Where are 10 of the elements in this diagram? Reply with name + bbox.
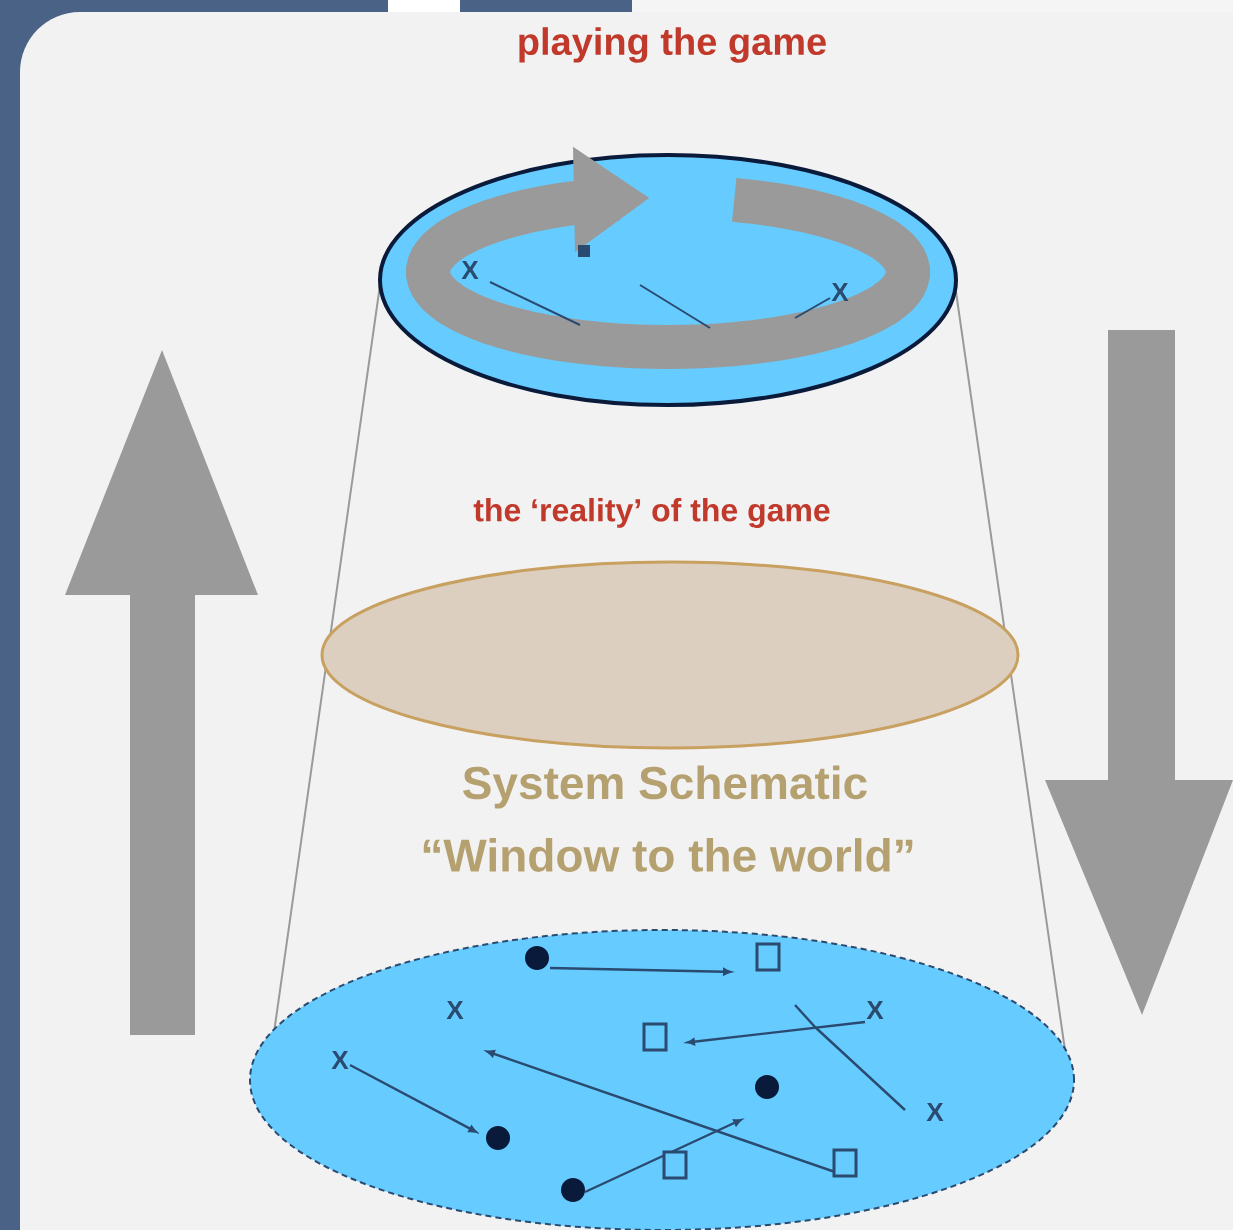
marker-label: X (831, 283, 849, 301)
marker-label: X (331, 1051, 349, 1069)
marker-label: X (446, 1001, 464, 1019)
heading: playing the game (519, 27, 826, 63)
heading: the ‘reality’ of the game (473, 498, 830, 528)
heading: “Window to the world” (423, 838, 913, 872)
marker-label: X (926, 1103, 944, 1121)
heading: System Schematic (463, 765, 867, 809)
marker-label: X (866, 1001, 884, 1019)
marker-label: X (461, 261, 479, 279)
